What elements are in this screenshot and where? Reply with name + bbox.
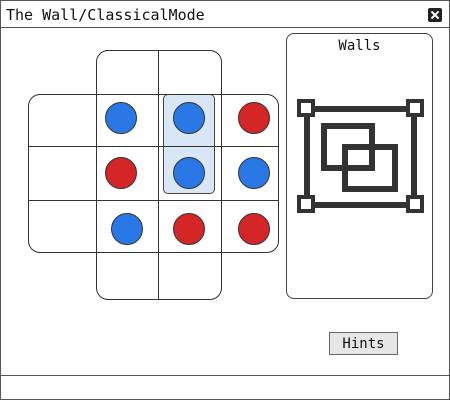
red-ball[interactable] xyxy=(105,157,137,189)
grid-line xyxy=(38,252,96,253)
grid-line xyxy=(28,200,278,201)
blue-ball[interactable] xyxy=(173,102,205,134)
grid-line xyxy=(278,104,279,241)
grid-line xyxy=(38,94,96,95)
grid-corner xyxy=(28,94,40,106)
walls-panel: Walls xyxy=(286,33,433,299)
hints-button[interactable]: Hints xyxy=(329,332,398,355)
grid-line xyxy=(221,60,222,94)
blue-ball[interactable] xyxy=(173,157,205,189)
grid-line xyxy=(28,104,29,241)
red-ball[interactable] xyxy=(238,102,270,134)
blue-ball[interactable] xyxy=(105,102,137,134)
grid-line xyxy=(96,252,97,289)
close-icon[interactable] xyxy=(428,8,442,22)
grid-line xyxy=(221,252,267,253)
walls-title: Walls xyxy=(338,38,381,54)
window-title: The Wall/ClassicalMode xyxy=(6,6,205,24)
grid-line xyxy=(96,94,97,252)
grid-line xyxy=(28,146,278,147)
status-bar-divider xyxy=(1,375,449,376)
red-ball[interactable] xyxy=(238,213,270,245)
grid-line xyxy=(221,252,222,289)
grid-line xyxy=(221,94,222,252)
grid-line xyxy=(221,94,267,95)
red-ball[interactable] xyxy=(173,213,205,245)
walls-icon xyxy=(297,99,424,213)
grid-line xyxy=(158,50,159,300)
blue-ball[interactable] xyxy=(111,213,143,245)
title-bar: The Wall/ClassicalMode xyxy=(1,1,449,28)
grid-corner xyxy=(96,50,108,62)
blue-ball[interactable] xyxy=(238,157,270,189)
grid-line xyxy=(96,60,97,94)
